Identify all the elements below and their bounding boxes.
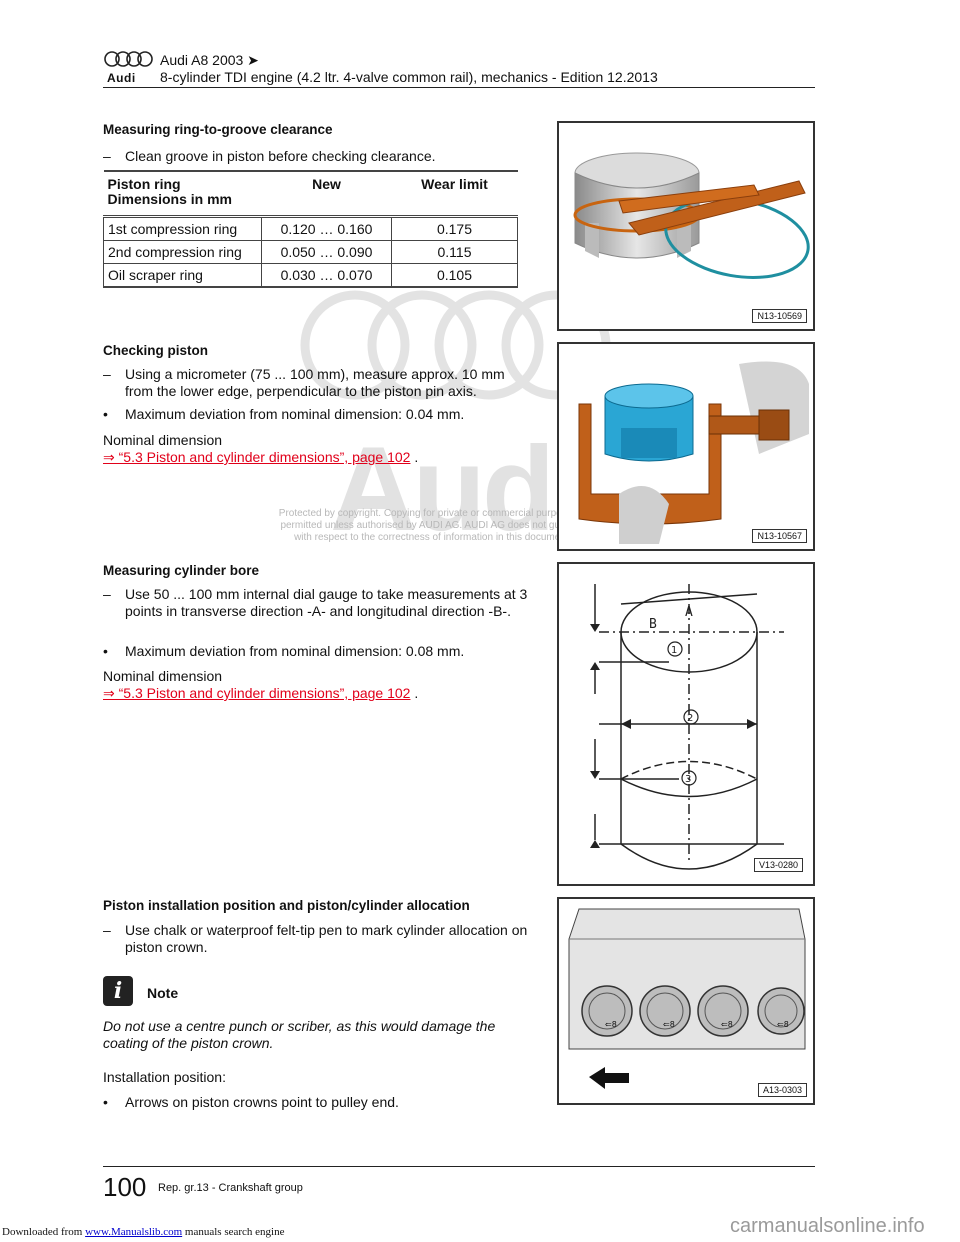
point-3-label: 3 bbox=[685, 774, 691, 785]
table-row: 1st compression ring 0.120 … 0.160 0.175 bbox=[103, 216, 518, 241]
step-mark-allocation: – Use chalk or waterproof felt-tip pen t… bbox=[103, 922, 533, 956]
section-heading-checking-piston: Checking piston bbox=[103, 343, 209, 358]
table-cell-new: 0.050 … 0.090 bbox=[261, 240, 392, 264]
bullet-text: Maximum deviation from nominal dimension… bbox=[125, 406, 465, 422]
footer-divider bbox=[103, 1166, 815, 1167]
watermark-word: Audi bbox=[330, 422, 585, 556]
figure-label: A13-0303 bbox=[757, 1083, 807, 1097]
copyright-line-2: permitted unless authorised by AUDI AG. … bbox=[280, 520, 690, 531]
bullet-text: Maximum deviation from nominal dimension… bbox=[125, 643, 465, 659]
bullet-mark: • bbox=[103, 643, 108, 659]
figure-cylinder-bore: A B 1 2 3 V13-0280 bbox=[557, 562, 815, 886]
table-cell-ring: 2nd compression ring bbox=[103, 240, 262, 264]
header-divider bbox=[103, 87, 815, 88]
dash-mark: – bbox=[103, 366, 111, 382]
table-header-wear-limit: Wear limit bbox=[391, 170, 518, 218]
copyright-line-1: Protected by copyright. Copying for priv… bbox=[278, 508, 692, 519]
step-micrometer: – Using a micrometer (75 ... 100 mm), me… bbox=[103, 366, 533, 400]
bullet-text: Arrows on piston crowns point to pulley … bbox=[125, 1094, 399, 1110]
section-heading-installation: Piston installation position and piston/… bbox=[103, 898, 470, 913]
nominal-dimension-label: Nominal dimension bbox=[103, 668, 223, 684]
link-suffix: . bbox=[410, 685, 419, 701]
header-model[interactable]: Audi A8 2003 ➤ bbox=[160, 52, 259, 68]
figure-label: N13-10567 bbox=[752, 529, 807, 543]
point-1-label: 1 bbox=[671, 645, 677, 656]
download-note: Downloaded from www.Manualslib.com manua… bbox=[2, 1226, 284, 1238]
step-text: Clean groove in piston before checking c… bbox=[125, 148, 436, 164]
info-icon: i bbox=[103, 976, 133, 1006]
step-text: Use 50 ... 100 mm internal dial gauge to… bbox=[125, 586, 528, 619]
table-cell-wear: 0.105 bbox=[391, 263, 518, 288]
header-ring-line1: Piston ring bbox=[107, 176, 181, 192]
note-text: Do not use a centre punch or scriber, as… bbox=[103, 1018, 496, 1051]
copyright-line-3: with respect to the correctness of infor… bbox=[294, 532, 676, 543]
bullet-arrows-pulley: • Arrows on piston crowns point to pulle… bbox=[103, 1094, 533, 1111]
table-row: 2nd compression ring 0.050 … 0.090 0.115 bbox=[103, 240, 518, 264]
figure-ring-clearance: N13-10569 bbox=[557, 121, 815, 331]
figure-checking-piston: N13-10567 bbox=[557, 342, 815, 551]
point-2-label: 2 bbox=[687, 713, 693, 724]
section-heading-ring-clearance: Measuring ring-to-groove clearance bbox=[103, 122, 333, 137]
micrometer-illustration bbox=[578, 361, 809, 544]
pulley-direction-arrow-icon bbox=[589, 1067, 629, 1089]
section-heading-cylinder-bore: Measuring cylinder bore bbox=[103, 563, 260, 578]
table-row: Oil scraper ring 0.030 … 0.070 0.105 bbox=[103, 263, 518, 288]
header-subtitle: 8-cylinder TDI engine (4.2 ltr. 4-valve … bbox=[160, 69, 658, 85]
manualslib-link[interactable]: www.Manualslib.com bbox=[85, 1226, 183, 1238]
step-clean-groove: – Clean groove in piston before checking… bbox=[103, 148, 533, 165]
step-text: Use chalk or waterproof felt-tip pen to … bbox=[125, 922, 528, 955]
cylinder-bore-diagram: A B 1 2 3 bbox=[590, 584, 784, 870]
footer-chapter: Rep. gr.13 - Crankshaft group bbox=[158, 1182, 303, 1194]
dash-mark: – bbox=[103, 922, 111, 938]
figure-label: V13-0280 bbox=[753, 858, 803, 872]
figure-label: N13-10569 bbox=[752, 309, 807, 323]
nominal-dimension-ref: ⇒ “5.3 Piston and cylinder dimensions”, … bbox=[103, 449, 418, 466]
table-cell-wear: 0.175 bbox=[391, 216, 518, 241]
bullet-max-deviation: • Maximum deviation from nominal dimensi… bbox=[103, 406, 533, 423]
installation-position-label: Installation position: bbox=[103, 1069, 226, 1085]
table-cell-wear: 0.115 bbox=[391, 240, 518, 264]
nominal-dimension-label: Nominal dimension bbox=[103, 432, 223, 448]
download-prefix: Downloaded from bbox=[2, 1226, 86, 1238]
table-header-new: New bbox=[261, 170, 392, 218]
bullet-max-deviation-bore: • Maximum deviation from nominal dimensi… bbox=[103, 643, 533, 660]
dash-mark: – bbox=[103, 586, 111, 602]
link-suffix: . bbox=[410, 449, 419, 465]
figure-piston-installation: ⇐8 ⇐8 ⇐8 ⇐8 A13-0303 bbox=[557, 897, 815, 1105]
step-dial-gauge: – Use 50 ... 100 mm internal dial gauge … bbox=[103, 586, 533, 620]
crown-arrow-mark: ⇐8 bbox=[605, 1020, 617, 1029]
piston-feeler-gauge-illustration bbox=[573, 152, 810, 279]
nominal-dimension-ref: ⇒ “5.3 Piston and cylinder dimensions”, … bbox=[103, 685, 418, 702]
dash-mark: – bbox=[103, 148, 111, 164]
header-ring-line2: Dimensions in mm bbox=[107, 191, 232, 207]
crown-arrow-mark: ⇐8 bbox=[663, 1020, 675, 1029]
step-text: Using a micrometer (75 ... 100 mm), meas… bbox=[125, 366, 505, 399]
crown-arrow-mark: ⇐8 bbox=[721, 1020, 733, 1029]
audi-rings-logo bbox=[104, 51, 153, 67]
axis-label-a: A bbox=[685, 605, 693, 620]
carmanuals-brand[interactable]: carmanualsonline.info bbox=[730, 1215, 925, 1237]
table-header-ring: Piston ring Dimensions in mm bbox=[103, 170, 262, 218]
link-piston-dimensions[interactable]: ⇒ “5.3 Piston and cylinder dimensions”, … bbox=[103, 449, 411, 465]
engine-block-illustration: ⇐8 ⇐8 ⇐8 ⇐8 bbox=[568, 908, 806, 1089]
download-suffix: manuals search engine bbox=[182, 1226, 285, 1238]
table-cell-ring: 1st compression ring bbox=[103, 216, 262, 241]
table-header-row: Piston ring Dimensions in mm New Wear li… bbox=[103, 170, 518, 218]
axis-label-b: B bbox=[649, 617, 657, 632]
note-title: Note bbox=[147, 985, 179, 1001]
table-cell-new: 0.120 … 0.160 bbox=[261, 216, 392, 241]
bullet-mark: • bbox=[103, 1094, 108, 1110]
page-number: 100 bbox=[103, 1172, 147, 1202]
piston-ring-table: Piston ring Dimensions in mm New Wear li… bbox=[103, 170, 518, 288]
audi-wordmark: Audi bbox=[107, 71, 136, 85]
table-cell-new: 0.030 … 0.070 bbox=[261, 263, 392, 288]
link-piston-dimensions[interactable]: ⇒ “5.3 Piston and cylinder dimensions”, … bbox=[103, 685, 411, 701]
table-cell-ring: Oil scraper ring bbox=[103, 263, 262, 288]
copyright-notice: Protected by copyright. Copying for priv… bbox=[250, 508, 720, 544]
crown-arrow-mark: ⇐8 bbox=[777, 1020, 789, 1029]
bullet-mark: • bbox=[103, 406, 108, 422]
